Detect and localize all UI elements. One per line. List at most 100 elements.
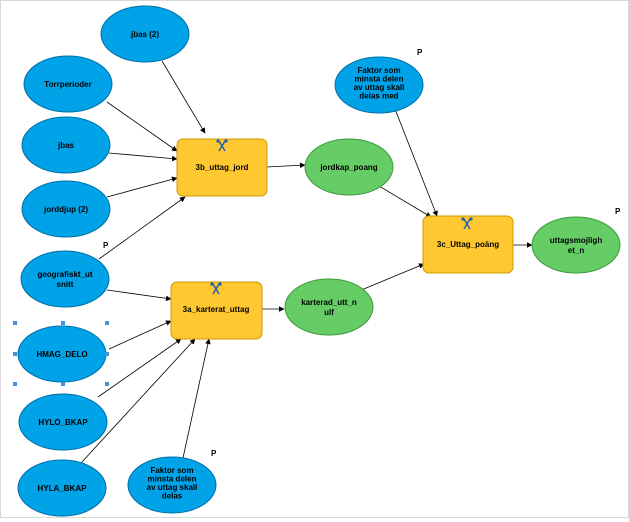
label-line: HYLO_BKAP (38, 418, 88, 427)
connector-jbas2-to-3b (161, 60, 206, 134)
output-node-jordkap-poang[interactable]: jordkap_poang (304, 138, 394, 196)
input-label: jbas (57, 141, 75, 150)
label-line: delas med (359, 92, 398, 101)
label-line: uttagsmojligh (550, 236, 603, 245)
tool-icon (216, 139, 228, 152)
label-line: minsta delen (355, 75, 404, 84)
connector-karterad-to-3c (353, 263, 425, 294)
connector-jbas-to-3b (108, 152, 178, 162)
input-node-torrperioder[interactable]: Torrperioder (23, 55, 113, 113)
input-node-jorddjup2[interactable]: jorddjup (2) (21, 180, 111, 238)
tool-icon (461, 217, 473, 230)
label-line: karterad_utt_n (301, 298, 357, 307)
connector-geografiskt-to-3b (98, 196, 186, 260)
connector-jordkap-to-3c (378, 185, 432, 218)
tool-node-3a-karterat-uttag[interactable]: 3a_karterat_uttag (170, 281, 263, 340)
label-line: Faktor som (357, 66, 400, 75)
input-ellipse (127, 456, 217, 514)
input-ellipse (334, 56, 424, 114)
parameter-marker: P (615, 207, 621, 216)
parameter-marker: P (211, 449, 217, 458)
selection-handle[interactable] (13, 321, 17, 325)
label-line: jorddjup (2) (43, 205, 88, 214)
connector-faktor-top-to-3c (394, 108, 438, 217)
parameter-marker: P (103, 241, 109, 250)
output-ellipse (284, 278, 374, 336)
tool-node-3c-uttag-poang[interactable]: 3c_Uttag_poäng (422, 215, 514, 274)
connectors (80, 60, 533, 464)
label-line: et_n (568, 246, 585, 255)
connector-hylo-to-3a (97, 338, 182, 398)
input-label: jorddjup (2) (43, 205, 88, 214)
tool-label: 3c_Uttag_poäng (437, 240, 499, 249)
input-node-hmag-delo[interactable]: HMAG_DELO (13, 321, 109, 386)
label-line: HYLA_BKAP (38, 484, 88, 493)
connector-jorddjup2-to-3b (106, 176, 178, 198)
label-line: ulf (324, 308, 334, 317)
label-line: jbas (2) (130, 30, 159, 39)
tool-box (422, 215, 514, 274)
label-line: Faktor som (150, 466, 193, 475)
label-line: geografiskt_ut (37, 270, 92, 279)
input-ellipse (21, 116, 111, 174)
tool-box (176, 138, 268, 197)
connector-hmag-to-3a (108, 320, 172, 350)
connector-geografiskt-to-3a (106, 289, 172, 302)
selection-handle[interactable] (105, 352, 109, 356)
input-ellipse (21, 180, 111, 238)
connector-faktor-bottom-to-3a (182, 338, 211, 459)
input-label: HYLA_BKAP (38, 484, 88, 493)
selection-handles[interactable] (13, 321, 109, 386)
label-line: delas (162, 492, 183, 501)
selection-handle[interactable] (13, 352, 17, 356)
input-ellipse (100, 5, 190, 63)
tool-label: 3b_uttag_jord (196, 163, 249, 172)
label-line: jbas (57, 141, 75, 150)
input-label: jbas (2) (130, 30, 159, 39)
label-line: av uttag skall (147, 483, 198, 492)
selection-handle[interactable] (61, 321, 65, 325)
label-line: av uttag skall (354, 83, 405, 92)
tool-box (170, 281, 263, 340)
input-ellipse (20, 250, 110, 308)
output-ellipse (304, 138, 394, 196)
input-node-jbas2[interactable]: jbas (2) (100, 5, 190, 63)
input-ellipse (18, 393, 108, 451)
label-line: jordkap_poang (319, 163, 377, 172)
selection-handle[interactable] (13, 382, 17, 386)
selection-handle[interactable] (61, 382, 65, 386)
label-line: Torrperioder (44, 80, 91, 89)
connector-3b-to-jordkap (266, 162, 306, 169)
label-line: snitt (57, 280, 74, 289)
parameter-marker: P (417, 48, 423, 57)
label-line: HMAG_DELO (36, 350, 87, 359)
input-label: HYLO_BKAP (38, 418, 88, 427)
input-label: Torrperioder (44, 80, 91, 89)
tool-node-3b-uttag-jord[interactable]: 3b_uttag_jord (176, 138, 268, 197)
connector-hyla-to-3a (80, 338, 196, 464)
selection-handle[interactable] (105, 382, 109, 386)
input-node-jbas[interactable]: jbas (21, 116, 111, 174)
selection-handle[interactable] (105, 321, 109, 325)
input-node-hyla-bkap[interactable]: HYLA_BKAP (17, 459, 107, 517)
connector-torrperioder-to-3b (106, 101, 178, 152)
output-label: jordkap_poang (319, 163, 377, 172)
input-ellipse (23, 55, 113, 113)
output-ellipse (531, 216, 621, 274)
tool-label: 3a_karterat_uttag (183, 305, 250, 314)
label-line: minsta delen (148, 475, 197, 484)
input-ellipse (17, 459, 107, 517)
input-node-hylo-bkap[interactable]: HYLO_BKAP (18, 393, 108, 451)
